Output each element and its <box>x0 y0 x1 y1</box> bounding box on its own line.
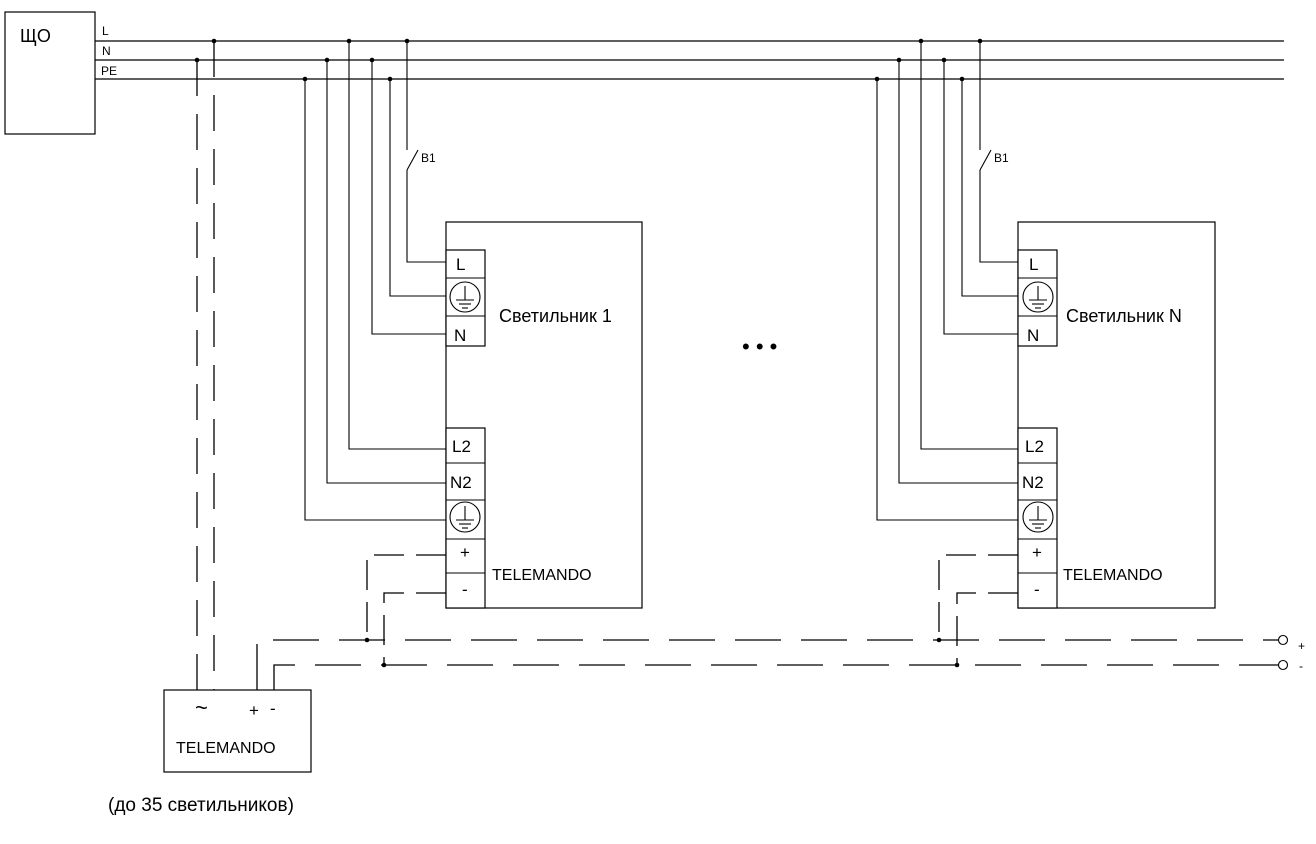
junction-dot <box>194 57 200 63</box>
terminal-minus: - <box>1034 580 1040 599</box>
terminal-plus: + <box>460 543 470 562</box>
terminal-block-aux <box>445 427 486 609</box>
junction-dot <box>211 38 217 44</box>
switch-b1-contact <box>979 149 992 171</box>
terminal-l2: L2 <box>1025 437 1044 456</box>
controller-feed-lines <box>196 41 215 690</box>
luminaire-name: Светильник N <box>1066 306 1182 326</box>
controller-plus-label: + <box>249 701 259 720</box>
panel-label: ЩО <box>20 26 51 46</box>
terminal-minus: - <box>462 580 468 599</box>
ground-icon <box>1022 281 1054 313</box>
ground-icon <box>449 281 481 313</box>
luminaire-control-label: TELEMANDO <box>1063 567 1163 584</box>
terminal-n: N <box>454 326 466 345</box>
terminal-n: N <box>1027 326 1039 345</box>
terminal-l: L <box>456 255 465 274</box>
bus-n-label: N <box>102 44 111 58</box>
luminaire-1 <box>302 38 643 668</box>
control-bus-minus-label: - <box>1299 659 1303 673</box>
terminal-l: L <box>1029 255 1038 274</box>
bus-l-label: L <box>102 24 109 38</box>
terminal-plus-icon <box>1277 634 1289 646</box>
control-bus-plus-label: + <box>1298 639 1305 653</box>
terminal-n2: N2 <box>1022 473 1044 492</box>
switch-label: B1 <box>994 151 1009 165</box>
ground-icon <box>449 501 481 533</box>
ellipsis: • • • <box>742 334 777 359</box>
ac-input-icon: ~ <box>195 695 208 720</box>
ground-icon <box>1022 501 1054 533</box>
controller-label: TELEMANDO <box>176 740 276 757</box>
controller-minus-label: - <box>270 699 276 718</box>
luminaire-n <box>874 38 1216 668</box>
bus-pe-label: PE <box>101 64 117 78</box>
distribution-panel <box>4 11 96 135</box>
terminal-n2: N2 <box>450 473 472 492</box>
terminal-plus: + <box>1032 543 1042 562</box>
luminaire-name: Светильник 1 <box>499 306 612 326</box>
capacity-note: (до 35 светильников) <box>108 795 294 816</box>
switch-label: B1 <box>421 151 436 165</box>
telemando-controller <box>163 689 312 773</box>
switch-b1-contact <box>406 149 419 171</box>
luminaire-control-label: TELEMANDO <box>492 567 592 584</box>
terminal-minus-icon <box>1277 659 1289 671</box>
control-bus <box>256 634 1289 690</box>
terminal-l2: L2 <box>452 437 471 456</box>
